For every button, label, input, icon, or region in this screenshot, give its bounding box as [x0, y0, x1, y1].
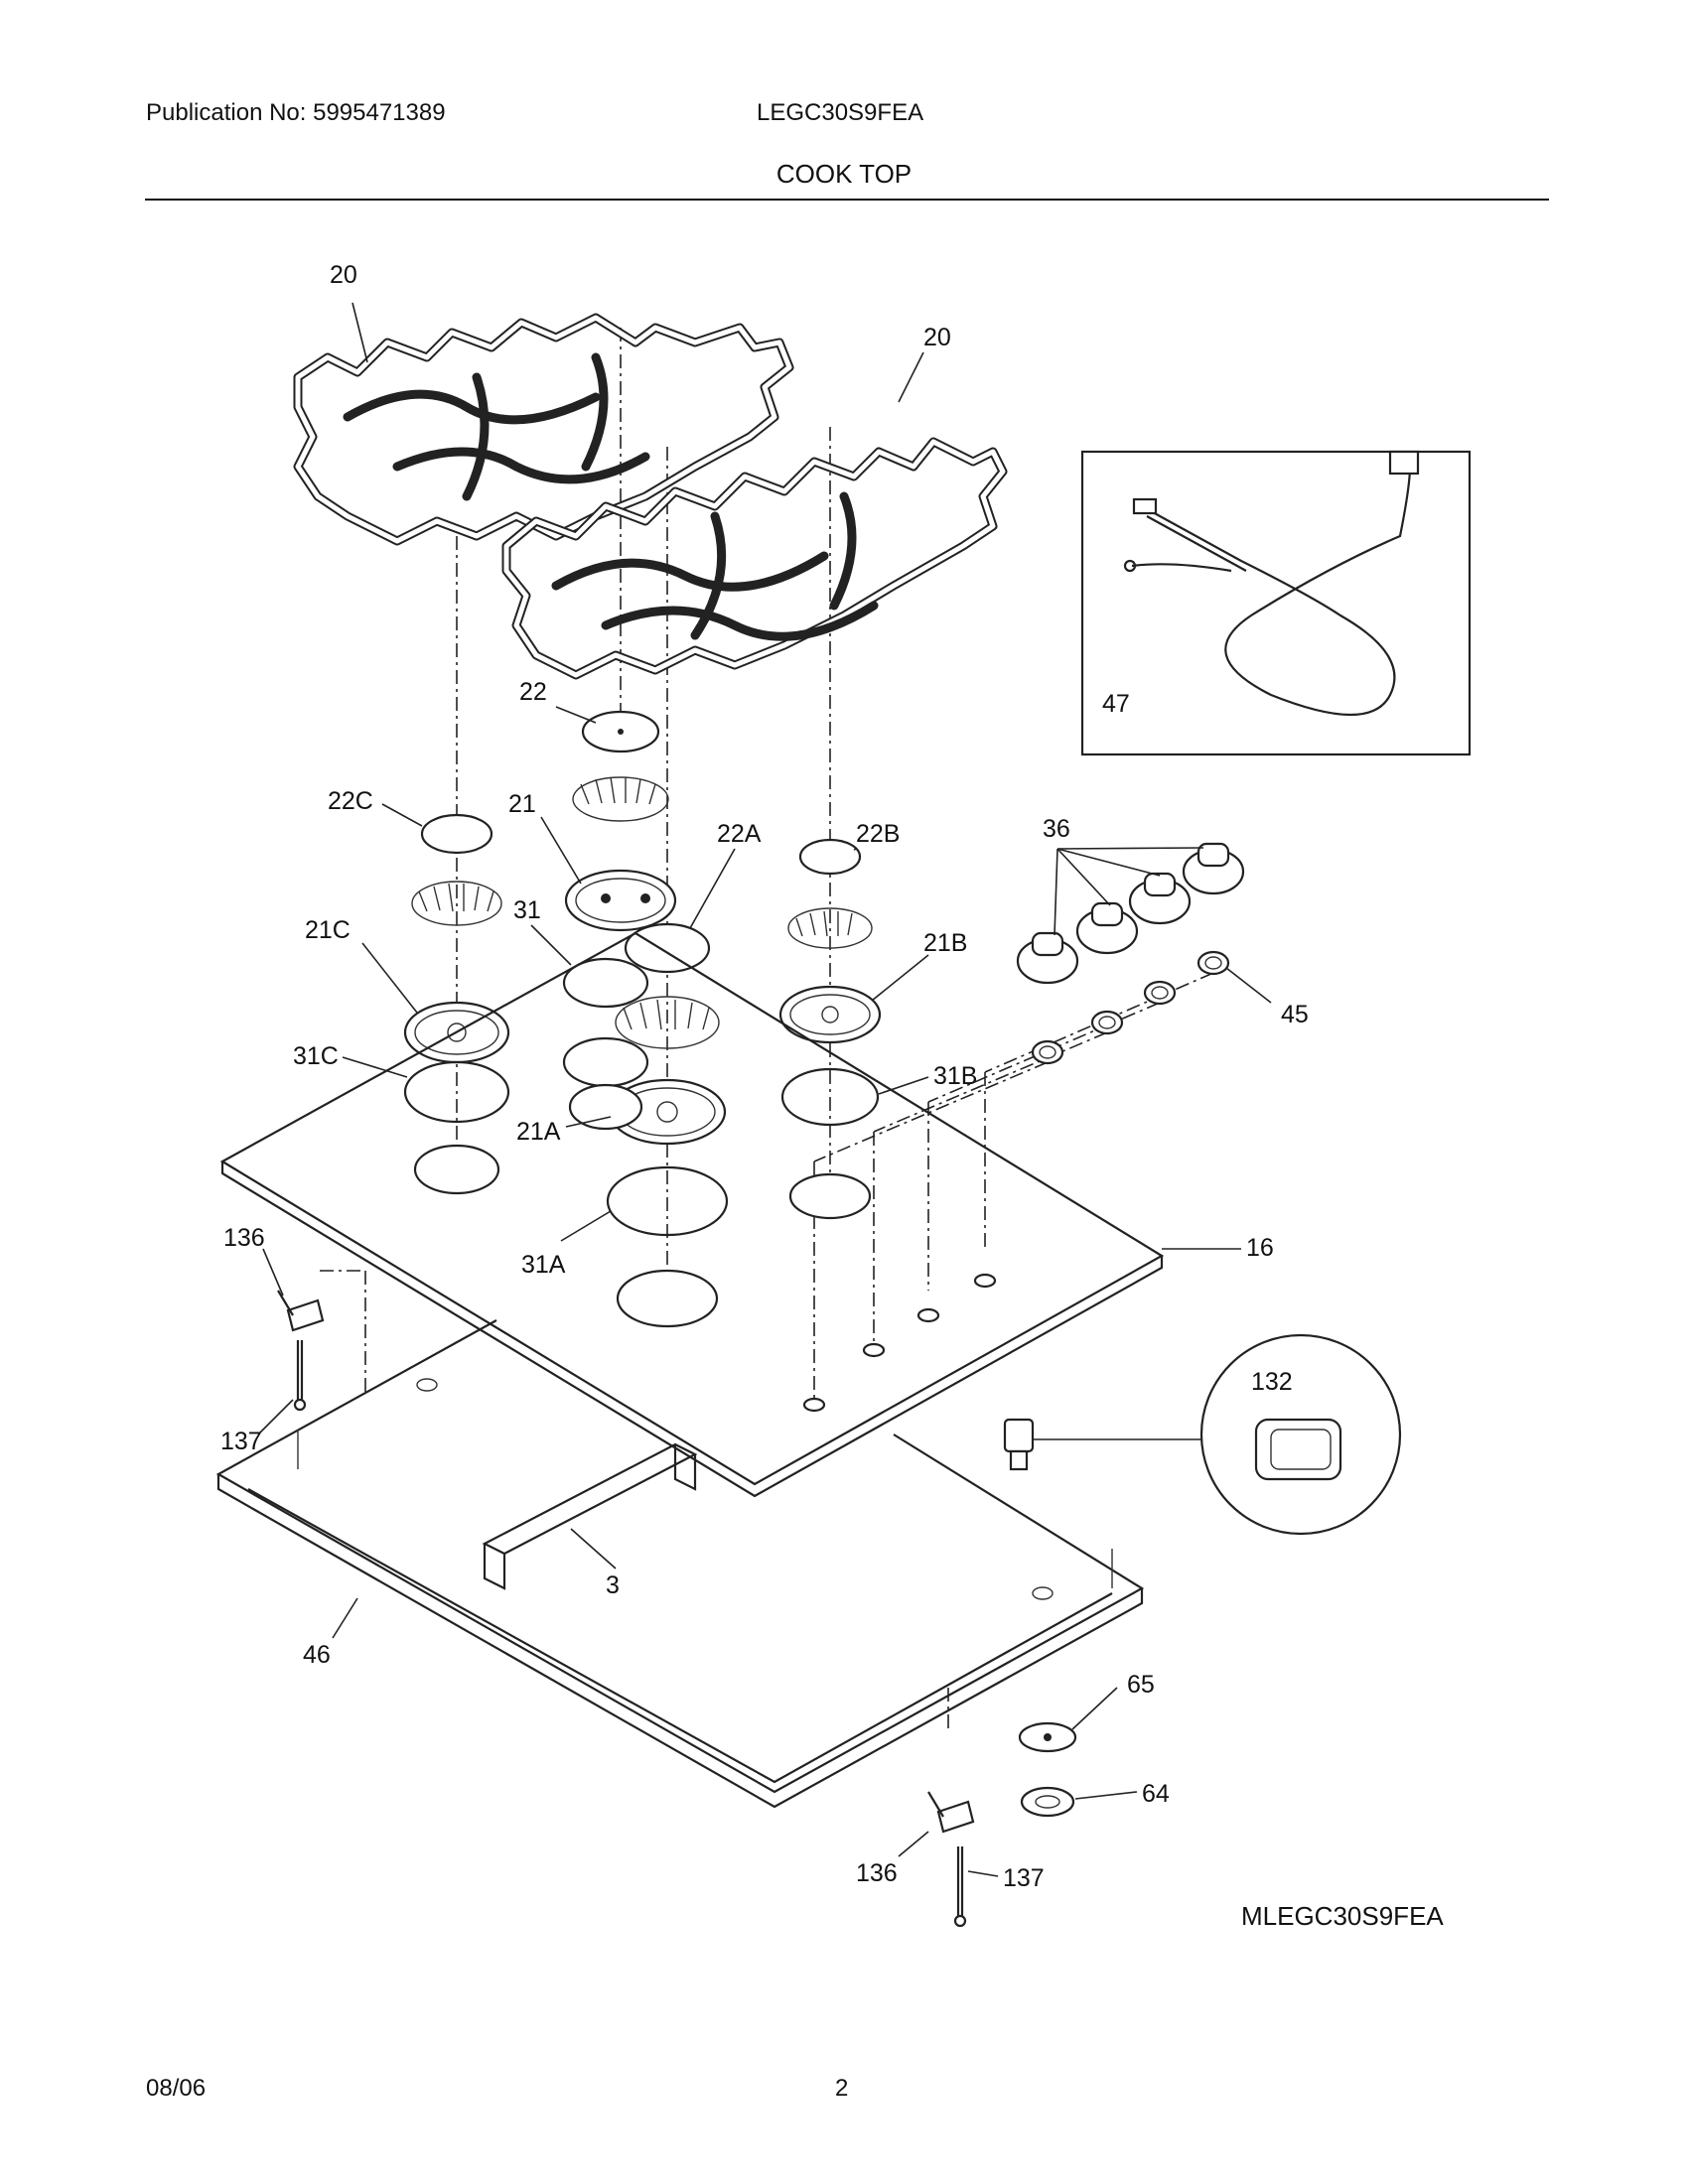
callout-16: 16 [1246, 1234, 1274, 1262]
callout-22b: 22B [856, 820, 900, 848]
callout-45: 45 [1281, 1001, 1309, 1028]
callout-labels: 20 20 22 22C 21 22A 22B 36 47 21C 31 21B… [220, 261, 1309, 1892]
callout-21b: 21B [923, 929, 967, 957]
footer-date: 08/06 [146, 2075, 207, 2102]
burner-ring-31a [606, 1165, 729, 1237]
knob-bezels-45 [1031, 950, 1230, 1065]
publication-number: Publication No: 5995471389 [146, 99, 446, 126]
screw-137-bottom [953, 1846, 967, 1928]
part-65 [1018, 1721, 1077, 1753]
callout-21a: 21A [516, 1118, 561, 1146]
callout-31: 31 [513, 896, 541, 924]
burner-cap-22b [798, 838, 862, 876]
power-cord-inset-47 [1080, 450, 1472, 756]
clip-136-top [277, 1290, 325, 1332]
part-64 [1020, 1786, 1075, 1818]
burner-base-22 [572, 776, 669, 822]
leader-lines [257, 302, 1272, 1877]
burner-cap-22a [624, 922, 711, 974]
footer-page-number: 2 [835, 2075, 849, 2102]
callout-31a: 31A [521, 1251, 566, 1279]
clip-136-bottom [927, 1791, 975, 1834]
section-title: COOK TOP [775, 159, 913, 189]
callout-46: 46 [303, 1641, 331, 1669]
callout-65: 65 [1127, 1671, 1155, 1699]
callout-137-top: 137 [220, 1428, 262, 1455]
drawing-id: MLEGC30S9FEA [1241, 1901, 1444, 1931]
burner-cap-22c [420, 813, 493, 855]
burner-base-22b [787, 907, 873, 949]
callout-47: 47 [1102, 690, 1130, 718]
callout-64: 64 [1142, 1780, 1170, 1808]
burner-base-22a [615, 996, 720, 1049]
burner-ring-31b [780, 1067, 880, 1127]
callout-22a: 22A [717, 820, 762, 848]
callout-21: 21 [508, 790, 536, 818]
burner-head-21b [778, 985, 882, 1044]
callout-22: 22 [519, 678, 547, 706]
cooktop-panel-16 [219, 931, 1165, 1498]
burner-ring-31 [562, 957, 649, 1088]
control-knobs-36 [1016, 842, 1245, 985]
burner-head-21 [564, 869, 677, 932]
callout-20-right: 20 [923, 324, 951, 351]
callout-22c: 22C [328, 787, 373, 815]
burner-grate-left [293, 313, 794, 546]
model-number: LEGC30S9FEA [757, 99, 924, 126]
callout-136-top: 136 [223, 1224, 265, 1252]
callout-21c: 21C [305, 916, 351, 944]
burner-base-22c [411, 881, 502, 926]
burner-grate-right [501, 437, 1008, 680]
burner-ring-31c [403, 1060, 510, 1124]
header-rule [145, 199, 1549, 201]
burner-cap-22 [581, 710, 660, 753]
callout-31b: 31B [933, 1062, 977, 1090]
detail-circle-132 [1003, 1333, 1402, 1536]
screw-137-top [293, 1340, 307, 1412]
callout-137-bottom: 137 [1003, 1864, 1045, 1892]
callout-20-left: 20 [330, 261, 357, 289]
callout-136-bottom: 136 [856, 1859, 898, 1887]
main-top-pan-46 [215, 1319, 1145, 1809]
callout-3: 3 [606, 1571, 620, 1599]
center-bracket-3 [482, 1442, 698, 1590]
callout-36: 36 [1043, 815, 1070, 843]
callout-31c: 31C [293, 1042, 339, 1070]
callout-132: 132 [1251, 1368, 1293, 1396]
